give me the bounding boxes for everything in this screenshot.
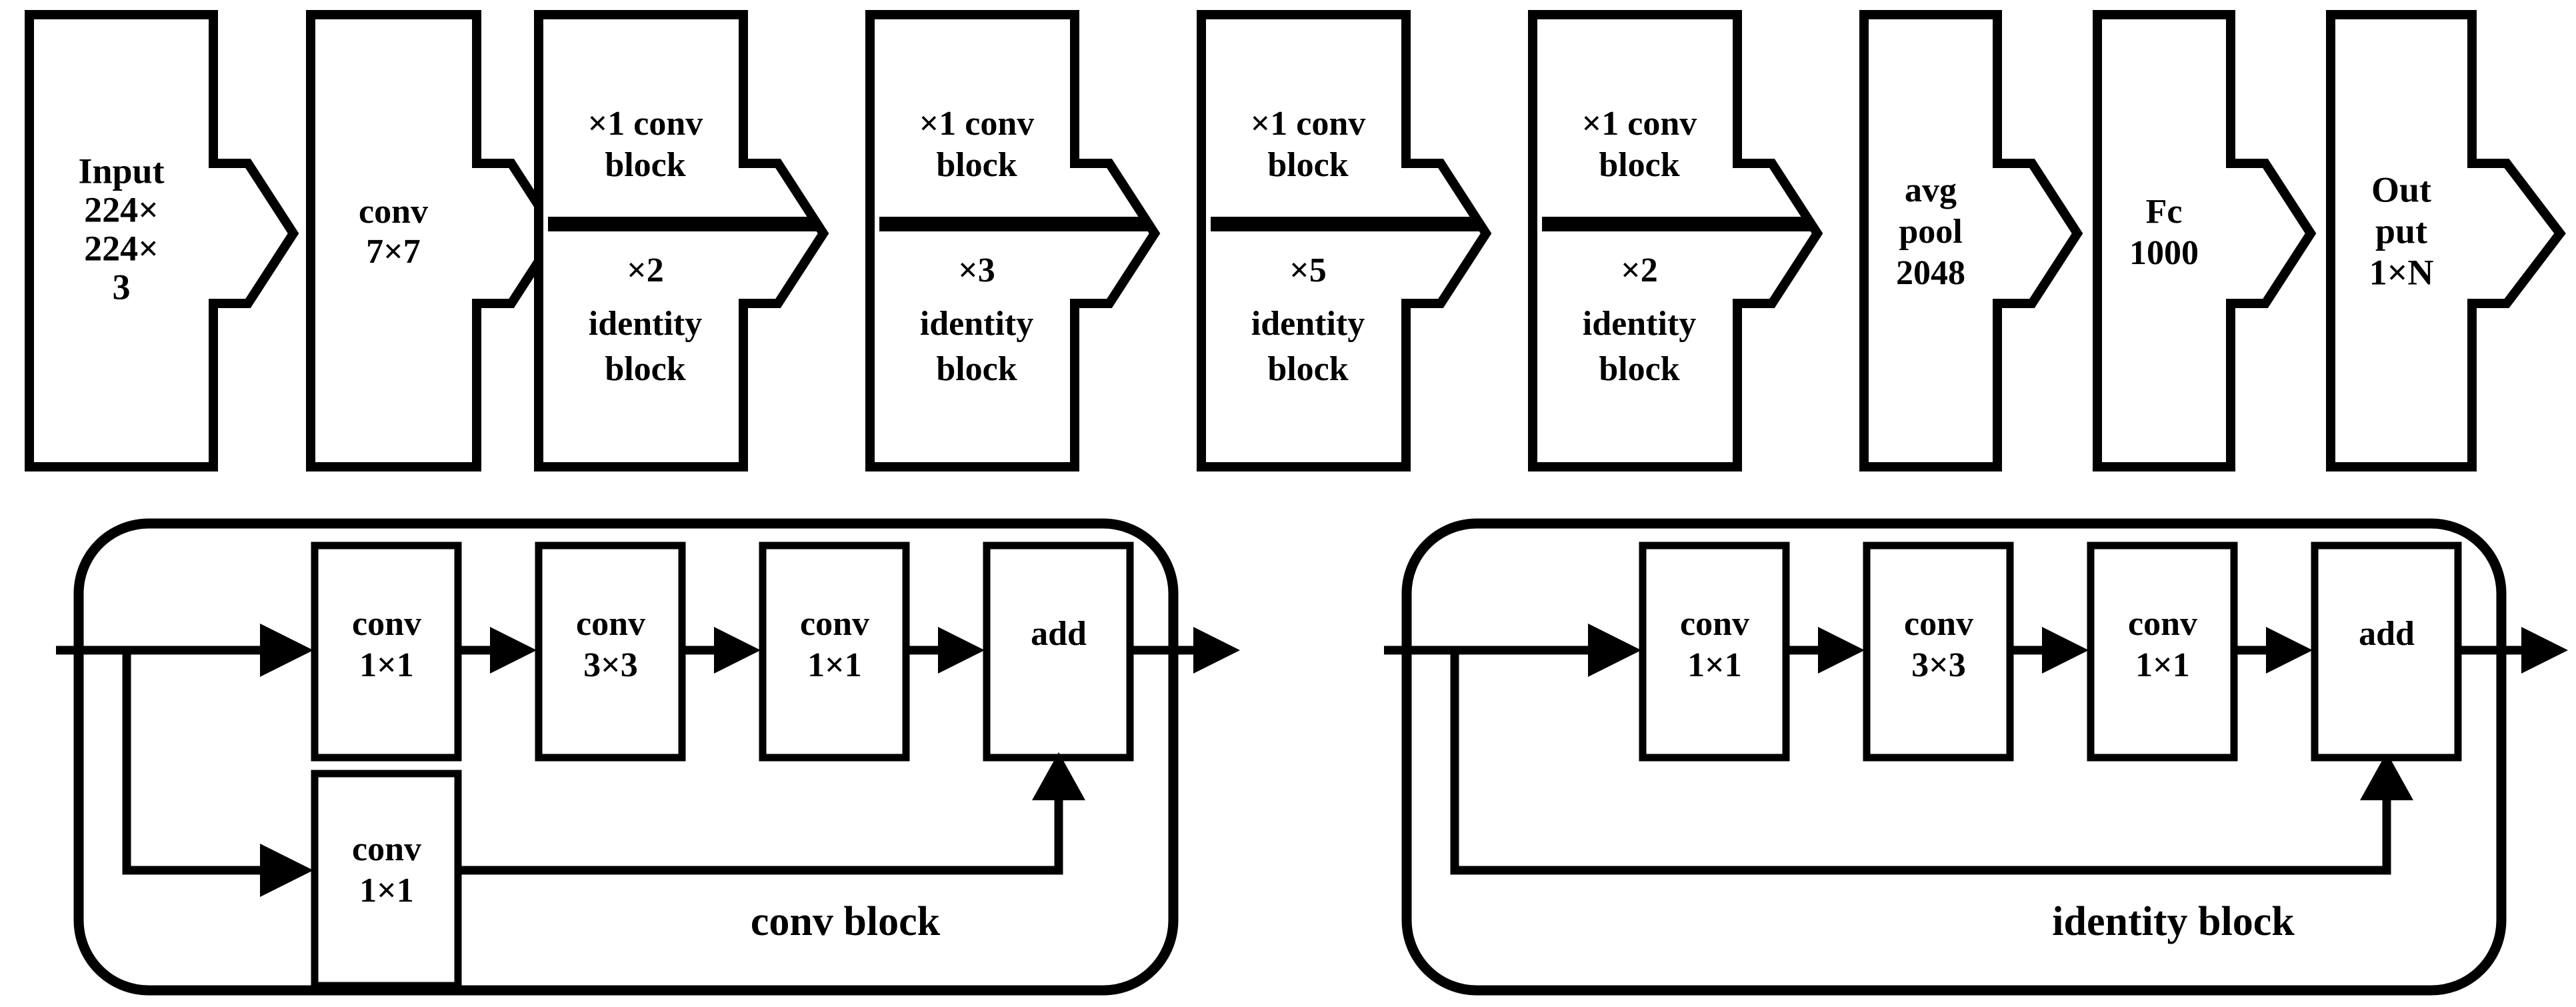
- avgpool-line-1: avg: [1905, 171, 1957, 209]
- stage4-bottom-line-1: ×2: [1621, 251, 1658, 289]
- stage4-bottom-line-2: identity: [1583, 305, 1696, 343]
- pipeline-block-stage2[interactable]: ×1 conv block ×3 identity block: [865, 10, 1161, 471]
- identity-block-arrowhead-to-add: [2266, 627, 2313, 674]
- stage1-bottom-line-3: block: [605, 350, 685, 388]
- stage1-bottom-line-2: identity: [589, 305, 702, 343]
- identity-block-arrowhead-to-conv2: [1818, 627, 1865, 674]
- cb-conv3-line-1: conv: [800, 605, 869, 643]
- pipeline-block-stage1[interactable]: ×1 conv block ×2 identity block: [534, 10, 829, 471]
- cb-conv2-line-1: conv: [576, 605, 645, 643]
- conv-block-shortcut-conv1x1[interactable]: conv 1×1: [311, 770, 462, 990]
- stage2-top-line-1: ×1 conv: [919, 105, 1035, 143]
- stage1-bottom-line-1: ×2: [627, 251, 664, 289]
- ib-conv2-line-2: 3×3: [1911, 646, 1966, 684]
- identity-block-output-arrowhead: [2521, 627, 2568, 674]
- stage1-top-line-2: block: [605, 146, 685, 184]
- conv-block-output-arrowhead: [1193, 627, 1240, 674]
- fc-line-1: Fc: [2146, 193, 2183, 231]
- ib-conv2-line-1: conv: [1904, 605, 1973, 643]
- input-line-4: 3: [113, 267, 131, 307]
- identity-block-add[interactable]: add: [2311, 542, 2462, 762]
- stage3-bottom-line-1: ×5: [1289, 251, 1327, 289]
- conv-block-shortcut-wire-to-add: [458, 787, 1063, 875]
- fc-line-2: 1000: [2129, 234, 2199, 272]
- cb-conv1-line-2: 1×1: [359, 646, 414, 684]
- conv-block-arrowhead-to-conv1: [260, 624, 313, 677]
- ib-conv3-line-2: 1×1: [2135, 646, 2190, 684]
- identity-block-conv1x1-a[interactable]: conv 1×1: [1639, 542, 1790, 762]
- conv-block-group[interactable]: conv 1×1 conv 3×3 conv 1×1 add co: [56, 518, 1240, 996]
- pipeline-block-input[interactable]: Input 224× 224× 3: [25, 10, 299, 471]
- conv-block-conv1x1-b[interactable]: conv 1×1: [759, 542, 910, 762]
- stage4-top-line-2: block: [1599, 146, 1679, 184]
- cb-conv2-line-2: 3×3: [583, 646, 638, 684]
- cb-conv3-line-2: 1×1: [807, 646, 862, 684]
- conv-block-caption: conv block: [751, 899, 941, 944]
- identity-block-arrowhead-skip-into-add: [2360, 752, 2413, 800]
- stage2-bottom-line-3: block: [936, 350, 1017, 388]
- stage2-top-line-2: block: [936, 146, 1017, 184]
- avgpool-line-3: 2048: [1896, 254, 1965, 292]
- identity-block-caption: identity block: [2052, 899, 2295, 944]
- avgpool-line-2: pool: [1899, 213, 1962, 251]
- conv7-line-2: 7×7: [366, 233, 421, 271]
- conv-block-conv1x1-a[interactable]: conv 1×1: [311, 542, 462, 762]
- identity-block-arrowhead-to-conv1: [1588, 624, 1641, 677]
- stage2-bottom-line-1: ×3: [958, 251, 995, 289]
- output-line-3: 1×N: [2369, 252, 2434, 292]
- pipeline-block-output[interactable]: Out put 1×N: [2326, 10, 2566, 471]
- input-line-3: 224×: [84, 228, 159, 268]
- identity-block-arrowhead-to-conv3: [2042, 627, 2089, 674]
- stage3-top-line-2: block: [1267, 146, 1348, 184]
- conv-block-arrowhead-to-add: [938, 627, 985, 674]
- stage3-top-line-1: ×1 conv: [1251, 105, 1366, 143]
- conv-block-arrowhead-to-shortcut: [260, 844, 313, 897]
- pipeline-block-stage3[interactable]: ×1 conv block ×5 identity block: [1197, 10, 1492, 471]
- conv-block-arrowhead-to-conv3: [714, 627, 761, 674]
- stage1-top-line-1: ×1 conv: [588, 105, 703, 143]
- input-line-2: 224×: [84, 189, 159, 229]
- conv-block-add[interactable]: add: [983, 542, 1134, 762]
- ib-conv3-line-1: conv: [2128, 605, 2197, 643]
- stage4-bottom-line-3: block: [1599, 350, 1679, 388]
- conv-block-arrowhead-shortcut-into-add: [1032, 752, 1085, 800]
- conv7-line-1: conv: [359, 193, 428, 231]
- identity-block-group[interactable]: conv 1×1 conv 3×3 conv 1×1 add: [1384, 518, 2568, 996]
- cb-conv1-line-1: conv: [352, 605, 421, 643]
- identity-block-conv1x1-b[interactable]: conv 1×1: [2087, 542, 2238, 762]
- cb-shortcut-line-1: conv: [352, 830, 421, 868]
- stage3-bottom-line-2: identity: [1251, 305, 1365, 343]
- stage2-bottom-line-2: identity: [920, 305, 1033, 343]
- pipeline-block-fc[interactable]: Fc 1000: [2093, 10, 2317, 471]
- stage4-top-line-1: ×1 conv: [1582, 105, 1697, 143]
- output-line-1: Out: [2371, 169, 2431, 209]
- output-line-2: put: [2375, 211, 2427, 251]
- cb-add-label: add: [1031, 615, 1087, 653]
- conv-block-arrowhead-to-conv2: [490, 627, 537, 674]
- ib-add-label: add: [2359, 615, 2415, 653]
- ib-conv1-line-2: 1×1: [1687, 646, 1742, 684]
- conv-block-shortcut-branch-wire: [122, 650, 280, 875]
- conv-block-conv3x3[interactable]: conv 3×3: [535, 542, 686, 762]
- pipeline-block-conv7x7[interactable]: conv 7×7: [306, 10, 563, 471]
- pipeline-block-stage4[interactable]: ×1 conv block ×2 identity block: [1528, 10, 1823, 471]
- stage3-bottom-line-3: block: [1267, 350, 1348, 388]
- input-line-1: Input: [78, 151, 164, 191]
- cb-shortcut-line-2: 1×1: [359, 872, 414, 910]
- pipeline-block-avgpool[interactable]: avg pool 2048: [1859, 10, 2083, 471]
- ib-conv1-line-1: conv: [1680, 605, 1749, 643]
- identity-block-skip-wire: [1450, 650, 2391, 875]
- identity-block-conv3x3[interactable]: conv 3×3: [1863, 542, 2014, 762]
